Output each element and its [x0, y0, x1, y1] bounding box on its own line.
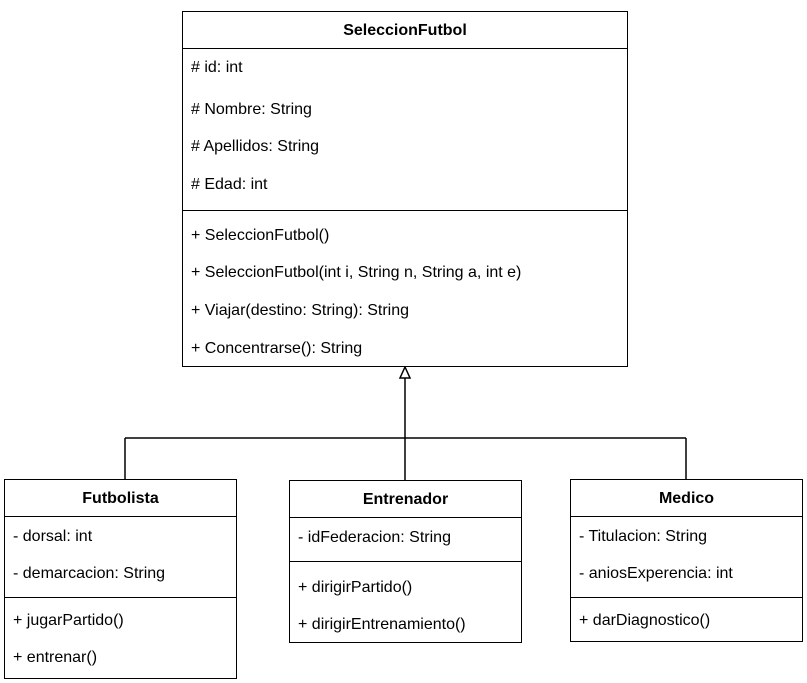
method: + dirigirPartido() [298, 579, 413, 596]
class-name: Medico [571, 480, 802, 517]
attributes-compartment: # id: int # Nombre: String # Apellidos: … [183, 49, 627, 211]
attribute: - idFederacion: String [298, 529, 451, 546]
method: + SeleccionFutbol() [191, 227, 330, 244]
class-name: Entrenador [290, 481, 521, 518]
attribute: - dorsal: int [13, 528, 93, 545]
method: + entrenar() [13, 649, 98, 666]
generalization-arrowhead [398, 365, 412, 379]
attribute: - demarcacion: String [13, 565, 166, 582]
attributes-compartment: - dorsal: int - demarcacion: String [5, 517, 236, 598]
attributes-compartment: - idFederacion: String [290, 518, 521, 562]
class-seleccion-futbol[interactable]: SeleccionFutbol # id: int # Nombre: Stri… [182, 11, 628, 367]
attribute: # Apellidos: String [191, 138, 320, 155]
methods-compartment: + darDiagnostico() [571, 598, 802, 640]
methods-compartment: + jugarPartido() + entrenar() [5, 598, 236, 677]
method: + darDiagnostico() [579, 612, 711, 629]
method: + Concentrarse(): String [191, 340, 363, 357]
attribute: # Edad: int [191, 176, 268, 193]
class-futbolista[interactable]: Futbolista - dorsal: int - demarcacion: … [4, 479, 237, 679]
method: + Viajar(destino: String): String [191, 302, 410, 319]
attribute: - Titulacion: String [579, 528, 708, 545]
methods-compartment: + SeleccionFutbol() + SeleccionFutbol(in… [183, 211, 627, 365]
attribute: - aniosExperencia: int [579, 565, 733, 582]
class-medico[interactable]: Medico - Titulacion: String - aniosExper… [570, 479, 803, 642]
method: + SeleccionFutbol(int i, String n, Strin… [191, 264, 522, 281]
method: + jugarPartido() [13, 612, 124, 629]
method: + dirigirEntrenamiento() [298, 616, 466, 633]
methods-compartment: + dirigirPartido() + dirigirEntrenamient… [290, 562, 521, 641]
class-entrenador[interactable]: Entrenador - idFederacion: String + diri… [289, 480, 522, 643]
attribute: # Nombre: String [191, 101, 312, 118]
attributes-compartment: - Titulacion: String - aniosExperencia: … [571, 517, 802, 598]
class-name: SeleccionFutbol [183, 12, 627, 49]
attribute: # id: int [191, 59, 243, 76]
class-name: Futbolista [5, 480, 236, 517]
